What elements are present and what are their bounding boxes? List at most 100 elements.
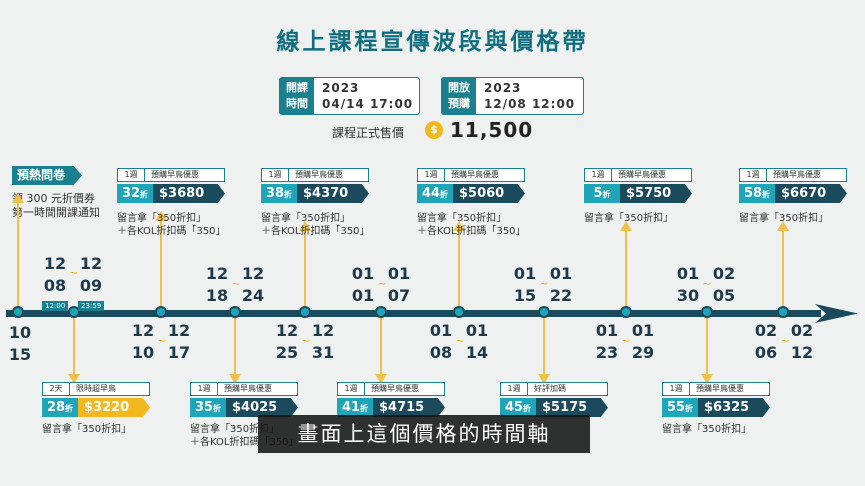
time-label-end: 23:59: [78, 301, 105, 311]
price-card: 1週預購早鳥優惠 41折$4715: [337, 382, 445, 417]
range-tilde: ~: [157, 334, 167, 347]
official-price-value: 11,500: [450, 118, 534, 142]
official-price-label: 課程正式售價: [332, 126, 405, 140]
price-value: $6670: [775, 184, 847, 203]
range-tilde: ~: [621, 334, 631, 347]
arrow-up-icon: [155, 211, 167, 221]
price-card: 1週預購早鳥優惠 38折$4370: [261, 168, 369, 203]
range-tilde: ~: [301, 334, 311, 347]
date-day: 17: [167, 343, 191, 362]
connector-line: [458, 228, 460, 306]
arrow-up-icon: [299, 221, 311, 231]
price-value: $6325: [698, 398, 770, 417]
date-month: 01: [595, 321, 619, 340]
date-day: 31: [311, 343, 335, 362]
survey-line-2: 第一時間開課通知: [12, 206, 100, 219]
date-day: 15: [513, 286, 537, 305]
price-card: 1週預購早鳥優惠 5折$5750: [584, 168, 692, 203]
arrow-down-icon: [375, 374, 387, 384]
date-month: 02: [754, 321, 778, 340]
card-note: 留言拿「350折扣」: [584, 213, 674, 224]
connector-line: [706, 318, 708, 378]
date-month: 12: [275, 321, 299, 340]
coin-icon: $: [425, 121, 443, 139]
timeline-dot: [777, 306, 789, 318]
date-month: 02: [712, 264, 736, 283]
time-label-start: 12:00: [42, 301, 69, 311]
timeline-dot: [155, 306, 167, 318]
date-month: 12: [131, 321, 155, 340]
date-day: 30: [676, 286, 700, 305]
range-tilde: ~: [539, 277, 549, 290]
date-day: 18: [205, 286, 229, 305]
arrow-down-icon: [538, 374, 550, 384]
date-month: 12: [167, 321, 191, 340]
arrow-down-icon: [229, 374, 241, 384]
timeline-dot: [538, 306, 550, 318]
date-day: 07: [387, 286, 411, 305]
price-card: 1週預購早鳥優惠 44折$5060: [417, 168, 525, 203]
card-note: 留言拿「350折扣」: [417, 213, 507, 224]
timeline-dot: [299, 306, 311, 318]
connector-line: [380, 318, 382, 378]
date-month: 01: [676, 264, 700, 283]
date-day: 12: [790, 343, 814, 362]
price-value: $4715: [373, 398, 445, 417]
connector-line: [543, 318, 545, 378]
date-day: 22: [549, 286, 573, 305]
date-month: 12: [311, 321, 335, 340]
course-start-datetime: 04/14 17:00: [322, 97, 414, 111]
card-note: ＋各KOL折扣碼「350」: [417, 226, 526, 237]
timeline-dot: [375, 306, 387, 318]
date-day: 06: [754, 343, 778, 362]
date-month: 01: [465, 321, 489, 340]
connector-line: [73, 318, 75, 378]
price-value: $5060: [453, 184, 525, 203]
price-value: $3680: [153, 184, 225, 203]
date-day: 10: [131, 343, 155, 362]
price-card: 1週好評加碼 45折$5175: [500, 382, 608, 417]
connector-line: [160, 218, 162, 306]
date-day: 08: [429, 343, 453, 362]
date-month: 12: [43, 254, 67, 273]
timeline-dot: [453, 306, 465, 318]
arrow-up-icon: [453, 221, 465, 231]
card-note: 留言拿「350折扣」: [190, 424, 280, 435]
date-month: 10: [8, 323, 32, 342]
connector-line: [625, 228, 627, 306]
date-day: 08: [43, 276, 67, 295]
date-day: 15: [8, 345, 32, 364]
date-day: 29: [631, 343, 655, 362]
timeline-dot: [12, 306, 24, 318]
arrow-up-icon: [777, 221, 789, 231]
card-note: 留言拿「350折扣」: [261, 213, 351, 224]
survey-badge: 預熱問卷: [12, 166, 82, 185]
arrow-down-icon: [701, 374, 713, 384]
price-value: $4370: [297, 184, 369, 203]
date-month: 12: [79, 254, 103, 273]
card-note: 留言拿「350折扣」: [739, 213, 829, 224]
preorder-datetime: 12/08 12:00: [484, 97, 576, 111]
arrow-up-icon: [620, 221, 632, 231]
date-month: 01: [549, 264, 573, 283]
timeline-dot: [68, 306, 80, 318]
date-day: 25: [275, 343, 299, 362]
card-note: 留言拿「350折扣」: [662, 424, 752, 435]
date-month: 02: [790, 321, 814, 340]
date-month: 12: [205, 264, 229, 283]
price-card: 1週預購早鳥優惠 35折$4025: [190, 382, 298, 417]
timeline-axis: [6, 304, 858, 323]
range-tilde: ~: [702, 277, 712, 290]
connector-line: [17, 200, 19, 306]
date-month: 01: [351, 264, 375, 283]
date-day: 05: [712, 286, 736, 305]
timeline-dot: [620, 306, 632, 318]
card-note: 留言拿「350折扣」: [117, 213, 207, 224]
price-card: 1週預購早鳥優惠 32折$3680: [117, 168, 225, 203]
course-start-year: 2023: [322, 81, 360, 95]
price-card: 1週預購早鳥優惠 58折$6670: [739, 168, 847, 203]
card-note: ＋各KOL折扣碼「350」: [190, 437, 299, 448]
price-value: $4025: [226, 398, 298, 417]
card-note: ＋各KOL折扣碼「350」: [117, 226, 226, 237]
